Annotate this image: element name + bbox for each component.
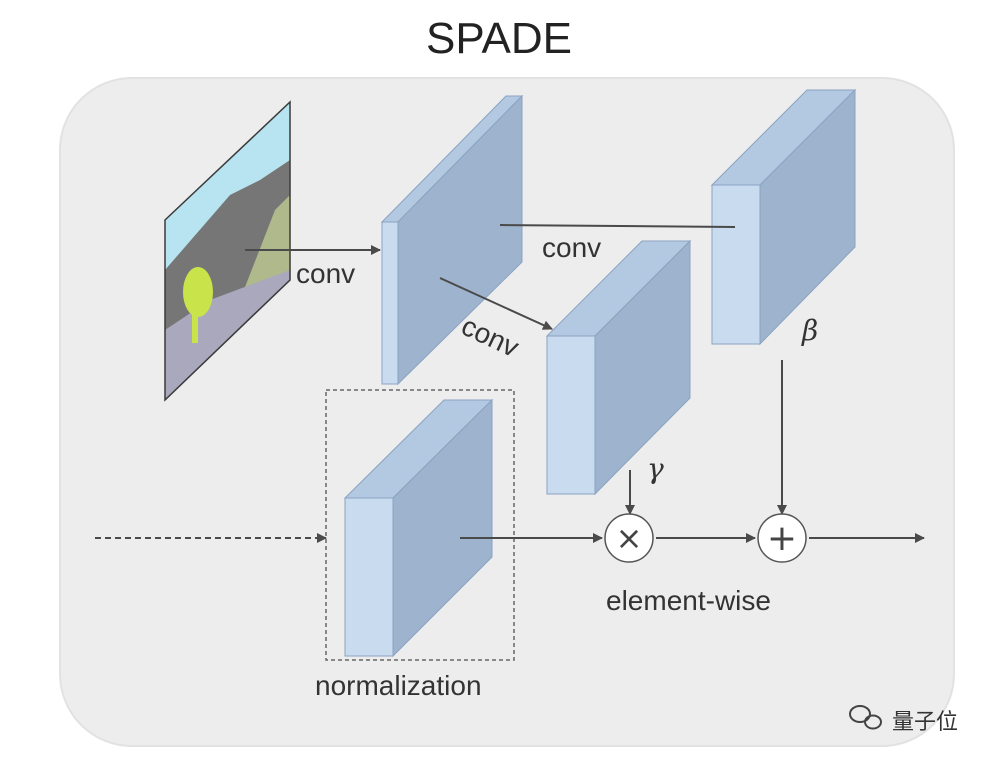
normalization-box — [325, 389, 515, 661]
arrow-to-gamma — [439, 277, 553, 330]
wechat-icon — [849, 705, 882, 730]
gamma-label: γ — [647, 452, 664, 485]
element-wise-label: element-wise — [606, 585, 771, 616]
beta-block — [710, 88, 857, 346]
conv-feature-block — [380, 94, 524, 386]
gamma-block — [545, 239, 692, 496]
normalization-label: normalization — [315, 670, 482, 701]
multiply-operator — [604, 513, 654, 563]
line-to-beta — [499, 224, 736, 228]
conv-label-input: conv — [296, 258, 356, 289]
beta-label: β — [802, 314, 819, 347]
normalized-activation-block — [343, 398, 494, 658]
watermark-text: 量子位 — [892, 710, 959, 735]
multiply-symbol: × — [616, 519, 643, 557]
add-symbol: + — [767, 518, 797, 559]
page-title: SPADE — [426, 14, 572, 63]
add-operator — [757, 513, 807, 563]
conv-label-beta: conv — [542, 232, 602, 263]
